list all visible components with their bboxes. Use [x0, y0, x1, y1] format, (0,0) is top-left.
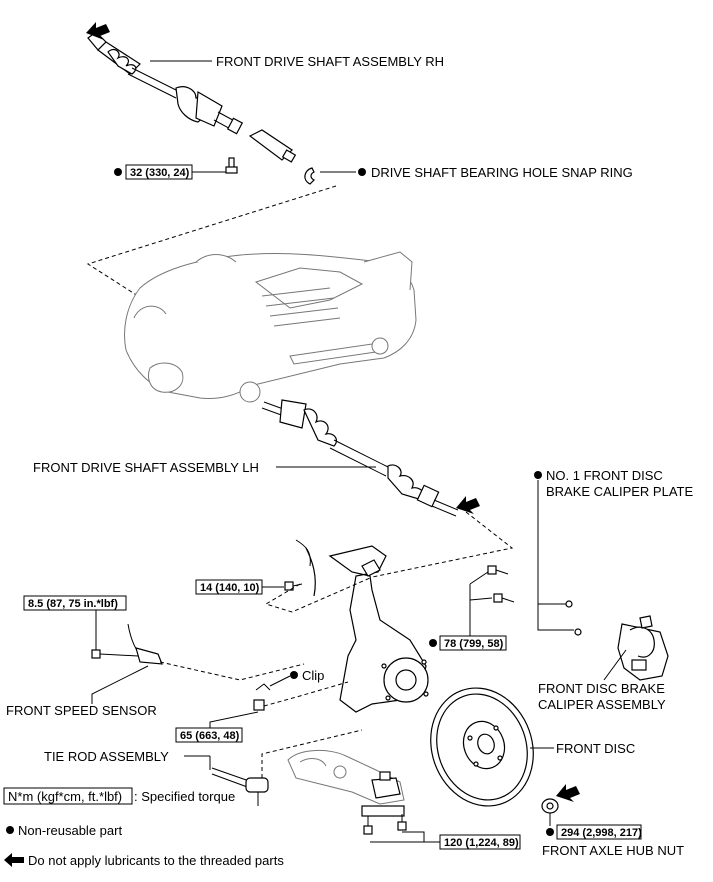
caliper-plate-clip-icon — [565, 600, 573, 608]
non-reusable-marker-icon — [6, 826, 14, 834]
no-lube-arrow-icon — [456, 496, 480, 514]
caliper-assembly-drawing — [617, 615, 669, 681]
drive-shaft-lh-drawing — [261, 399, 459, 517]
torque-box-120 — [439, 834, 521, 850]
label-tie-rod: TIE ROD ASSEMBLY — [44, 749, 169, 764]
legend-non-reusable: Non-reusable part — [18, 823, 122, 838]
label-snap-ring: DRIVE SHAFT BEARING HOLE SNAP RING — [371, 165, 633, 180]
ball-joint-bolt-icon — [363, 816, 373, 835]
torque-78: 78 (799, 58) — [444, 638, 504, 650]
label-clip: Clip — [302, 668, 324, 683]
steering-knuckle-drawing — [295, 539, 429, 713]
torque-120: 120 (1,224, 89) — [444, 837, 519, 849]
label-shaft-rh: FRONT DRIVE SHAFT ASSEMBLY RH — [216, 54, 444, 69]
snap-ring-icon — [304, 167, 316, 185]
clip-icon — [255, 683, 271, 691]
speed-sensor-drawing — [91, 623, 163, 665]
legend-unit: N*m (kgf*cm, ft.*lbf) — [8, 789, 122, 804]
label-caliper-asm-2: CALIPER ASSEMBLY — [538, 697, 666, 712]
non-reusable-marker-icon — [546, 828, 554, 836]
non-reusable-marker-icon — [429, 639, 437, 647]
non-reusable-marker-icon — [534, 471, 542, 479]
non-reusable-marker-icon — [358, 168, 366, 176]
torque-8-5: 8.5 (87, 75 in.*lbf) — [28, 598, 118, 610]
tie-rod-nut-icon — [253, 699, 265, 711]
no-lube-arrow-icon — [86, 22, 110, 40]
transaxle-drawing — [124, 251, 417, 403]
legend-arrow-icon — [4, 853, 24, 867]
legend-unit-text: : Specified torque — [134, 789, 235, 804]
torque-box-78 — [439, 635, 507, 651]
tie-rod-drawing — [211, 767, 269, 806]
legend-unit-box — [3, 787, 133, 805]
label-shaft-lh: FRONT DRIVE SHAFT ASSEMBLY LH — [33, 460, 259, 475]
caliper-bolt-icon — [493, 593, 515, 603]
caliper-plate-clip-icon — [574, 628, 582, 636]
label-speed-sensor: FRONT SPEED SENSOR — [6, 703, 157, 718]
torque-32: 32 (330, 24) — [130, 167, 190, 179]
front-disc-drawing — [430, 687, 534, 807]
torque-box-65 — [175, 727, 243, 743]
torque-65: 65 (663, 48) — [180, 730, 240, 742]
bolt-icon — [225, 157, 238, 174]
drive-shaft-rh-drawing — [87, 31, 297, 163]
label-hub-nut: FRONT AXLE HUB NUT — [542, 843, 684, 858]
torque-box-294 — [556, 824, 642, 840]
caliper-bolt-icon — [487, 565, 509, 575]
label-front-disc: FRONT DISC — [556, 741, 635, 756]
non-reusable-marker-icon — [114, 168, 122, 176]
non-reusable-marker-icon — [290, 671, 298, 679]
torque-box-8-5 — [23, 595, 127, 611]
label-caliper-asm-1: FRONT DISC BRAKE — [538, 681, 665, 696]
lower-arm-drawing — [287, 749, 405, 817]
legend-no-lube: Do not apply lubricants to the threaded … — [28, 853, 284, 868]
hub-nut-icon — [541, 798, 559, 814]
torque-294: 294 (2,998, 217) — [561, 827, 642, 839]
ball-joint-bolt-icon — [397, 814, 407, 831]
label-caliper-plate-2: BRAKE CALIPER PLATE — [546, 484, 693, 499]
label-caliper-plate-1: NO. 1 FRONT DISC — [546, 468, 663, 483]
bolt-icon — [284, 581, 303, 591]
torque-14: 14 (140, 10) — [200, 582, 260, 594]
no-lube-arrow-icon — [556, 784, 580, 802]
